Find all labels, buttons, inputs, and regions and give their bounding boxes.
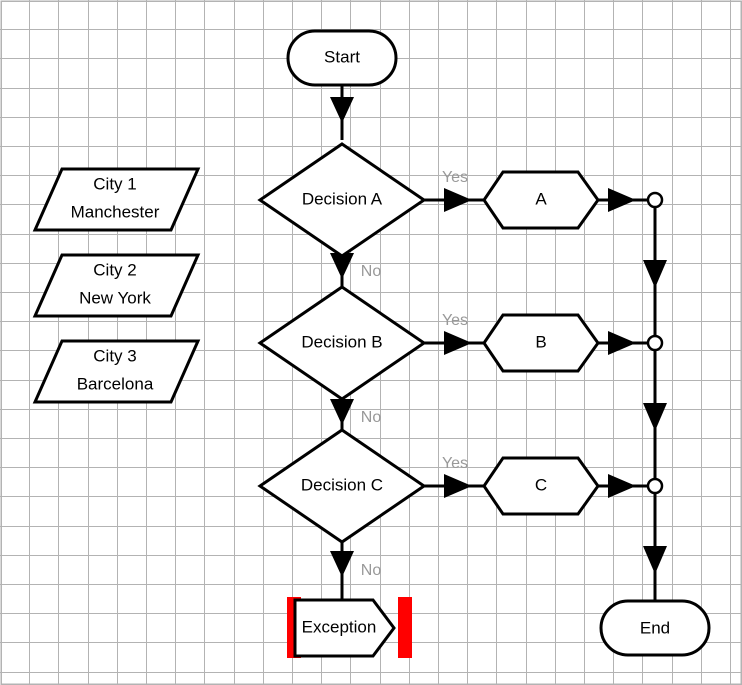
edge-label-no-b: No: [361, 409, 382, 426]
arrow-head-right: [444, 188, 472, 212]
hexagon-shape: [482, 170, 600, 230]
exception-error-bar-right: [398, 597, 412, 658]
node-exception-label: Exception: [302, 617, 377, 636]
arrow-head-down: [330, 551, 354, 577]
node-decision-c-label: Decision C: [301, 475, 383, 494]
diamond-shape: [257, 428, 427, 544]
node-b-label: B: [535, 332, 546, 351]
edge-decision-c-to-c: [424, 474, 489, 498]
edge-b-to-bus: [591, 331, 655, 355]
edge-label-yes-b: Yes: [442, 312, 468, 329]
arrow-head-right: [444, 331, 472, 355]
node-a-label: A: [535, 189, 547, 208]
city-card-1-line2: Manchester: [71, 202, 160, 221]
arrow-head-right: [608, 188, 636, 212]
city-card-3[interactable]: City 3 Barcelona: [32, 339, 201, 404]
node-b[interactable]: B: [482, 313, 600, 373]
edge-label-no-a: No: [361, 263, 382, 280]
arrow-head-down: [643, 260, 667, 288]
hexagon-shape: [482, 456, 600, 516]
city-card-2-line1: City 2: [93, 260, 136, 279]
node-decision-c[interactable]: Decision C: [257, 428, 427, 544]
node-decision-a-label: Decision A: [302, 189, 383, 208]
node-start-label: Start: [324, 47, 360, 66]
parallelogram-shape: [32, 253, 201, 318]
edge-label-yes-c: Yes: [442, 455, 468, 472]
city-card-1-line1: City 1: [93, 174, 136, 193]
arrow-head-down: [330, 399, 354, 425]
node-a[interactable]: A: [482, 170, 600, 230]
connector-layer: [330, 85, 667, 604]
arrow-head-down: [330, 253, 354, 279]
bus-junction-3: [646, 477, 664, 495]
arrow-head-down: [330, 97, 354, 123]
node-end-label: End: [640, 618, 670, 637]
node-decision-a[interactable]: Decision A: [257, 142, 427, 258]
bus-junction-2: [646, 334, 664, 352]
hexagon-shape: [482, 313, 600, 373]
city-card-2-line2: New York: [79, 288, 151, 307]
junctions-group: [646, 191, 664, 495]
terminator-shape: [599, 599, 711, 657]
city-card-3-line1: City 3: [93, 346, 136, 365]
arrow-head-right: [444, 474, 472, 498]
nodes-group: Start Decision A Decision B Decision C A: [257, 29, 711, 658]
node-start[interactable]: Start: [286, 29, 398, 87]
city-cards-group: City 1 Manchester City 2 New York City 3…: [32, 167, 201, 404]
edge-a-to-bus: [591, 188, 655, 212]
edge-label-no-c: No: [361, 562, 382, 579]
city-card-3-line2: Barcelona: [77, 374, 154, 393]
parallelogram-shape: [32, 167, 201, 232]
node-decision-b[interactable]: Decision B: [257, 285, 427, 401]
edge-bus-vertical-to-end: [643, 200, 667, 604]
diamond-shape: [257, 142, 427, 258]
node-c-label: C: [535, 475, 547, 494]
edge-c-to-bus: [591, 474, 655, 498]
edge-decision-b-to-b: [424, 331, 489, 355]
edge-decision-a-to-a: [424, 188, 489, 212]
node-decision-b-label: Decision B: [301, 332, 382, 351]
arrow-head-right: [608, 331, 636, 355]
edge-labels-group: Yes No Yes No Yes No: [361, 169, 468, 579]
city-card-1[interactable]: City 1 Manchester: [32, 167, 201, 232]
arrow-head-down: [643, 403, 667, 431]
arrow-head-right: [608, 474, 636, 498]
node-c[interactable]: C: [482, 456, 600, 516]
chevron-shape: [293, 598, 396, 658]
bus-junction-1: [646, 191, 664, 209]
parallelogram-shape: [32, 339, 201, 404]
diamond-shape: [257, 285, 427, 401]
node-exception[interactable]: Exception: [287, 597, 412, 658]
city-card-2[interactable]: City 2 New York: [32, 253, 201, 318]
arrow-head-down: [643, 546, 667, 574]
terminator-shape: [286, 29, 398, 87]
edge-label-yes-a: Yes: [442, 169, 468, 186]
node-end[interactable]: End: [599, 599, 711, 657]
edge-start-to-decision-a: [330, 85, 354, 140]
